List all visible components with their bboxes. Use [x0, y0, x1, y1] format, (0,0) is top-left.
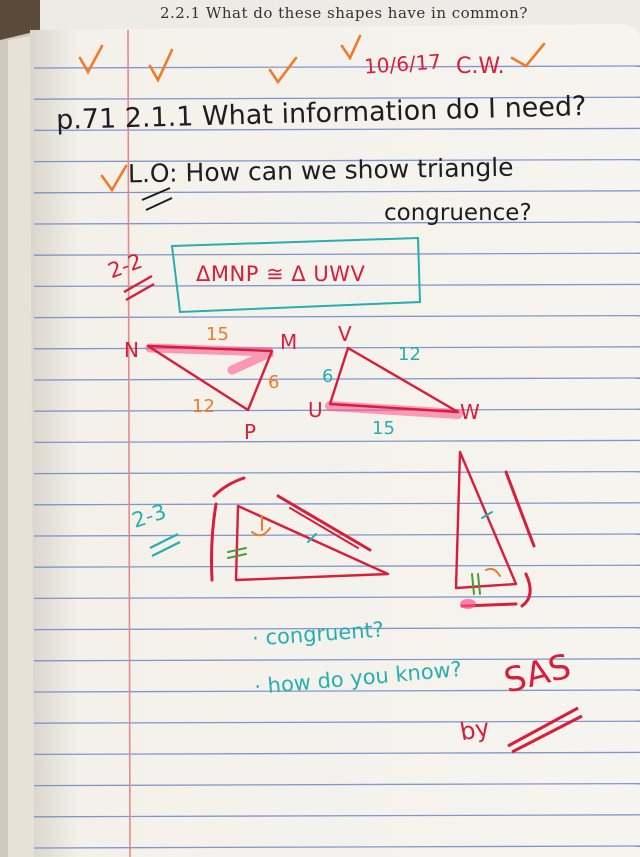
congruence-statement: ΔMNP ≅ Δ UWV	[196, 262, 366, 286]
vertex-p-label: P	[244, 420, 257, 444]
side-mp-label: 6	[268, 372, 280, 393]
classwork-label: C.W.	[456, 54, 505, 79]
triangle-uwv	[325, 346, 463, 419]
answer-prefix: by	[457, 713, 492, 747]
triangle-2-3-left	[210, 476, 390, 582]
vertex-m-label: M	[280, 330, 298, 354]
side-np-label: 12	[192, 396, 215, 417]
vertex-u-label: U	[308, 398, 323, 422]
book-heading: 2.2.1 What do these shapes have in commo…	[160, 4, 528, 22]
side-vw-label: 12	[398, 344, 421, 365]
side-nm-label: 15	[206, 324, 229, 345]
side-uw-label: 15	[372, 418, 395, 439]
check-marks	[78, 34, 546, 193]
learning-objective-line2: congruence?	[384, 200, 532, 226]
triangle-2-3-right	[454, 450, 536, 609]
side-uv-label: 6	[322, 366, 334, 387]
vertex-v-label: V	[338, 322, 352, 346]
triangle-nmp	[145, 343, 274, 412]
vertex-w-label: W	[460, 400, 480, 424]
vertex-n-label: N	[124, 338, 139, 362]
